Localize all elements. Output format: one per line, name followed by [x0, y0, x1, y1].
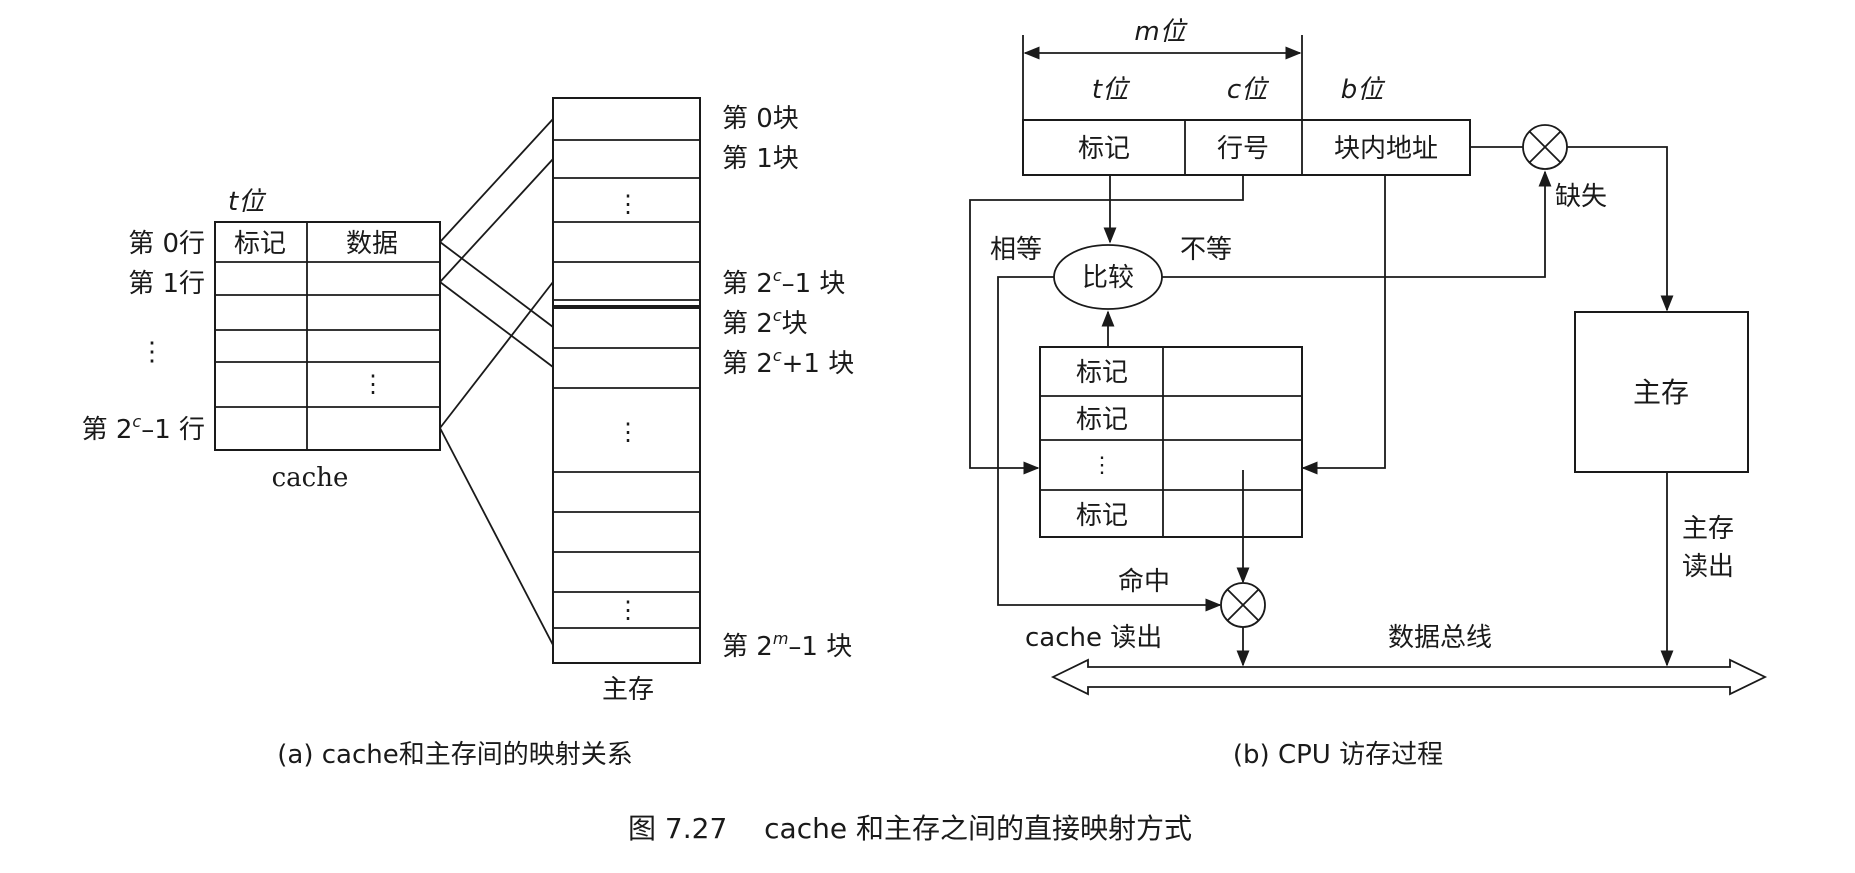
memory-dots-1: ⋮: [616, 190, 640, 218]
cache-row-label-last: 第 2c–1 行: [82, 412, 205, 445]
miss-gate: [1522, 124, 1568, 170]
memory-column: [552, 97, 701, 664]
memory-block-label-1: 第 1块: [722, 144, 799, 174]
b-bits-label: b位: [1341, 75, 1387, 105]
memory-block-label-2c: 第 2c块: [722, 306, 808, 339]
cache-table: [214, 221, 441, 451]
cache-t-bits-label: t位: [228, 187, 267, 217]
figure-caption: 图 7.27 cache 和主存之间的直接映射方式: [628, 812, 1192, 845]
cache-header-data: 数据: [346, 229, 398, 259]
t-bits-label: t位: [1092, 75, 1131, 105]
cache-row-dots: ⋮: [139, 337, 165, 367]
tag-store-row-last: 标记: [1076, 501, 1128, 531]
memory-caption: 主存: [602, 675, 654, 705]
address-field-line: 行号: [1217, 134, 1269, 164]
panel-b: m位 t位 c位 b位 标记 行号 块内地址 缺失 比较 相等 不等: [969, 17, 1768, 770]
cache-read-label: cache 读出: [1025, 623, 1162, 653]
hit-gate: [1220, 582, 1266, 628]
cache-row-label-1: 第 1行: [128, 269, 205, 299]
memory-block-label-2c-plus-1: 第 2c+1 块: [722, 346, 854, 379]
cache-header-tag: 标记: [234, 229, 286, 259]
address-field-offset: 块内地址: [1334, 134, 1438, 164]
memory-dots-3: ⋮: [616, 596, 640, 624]
data-bus-label: 数据总线: [1388, 623, 1492, 653]
miss-label: 缺失: [1555, 182, 1607, 212]
tag-store-row-0: 标记: [1076, 358, 1128, 388]
tag-store-row-dots: ⋮: [1091, 453, 1113, 478]
memory-block-label-2m-minus-1: 第 2m–1 块: [722, 629, 852, 662]
panel-a: t位 标记 数据 ⋮ 第 0行 第 1行 ⋮ 第 2c–1 行 cache ⋮ …: [82, 97, 854, 770]
memory-read-label-2: 读出: [1682, 552, 1734, 582]
hit-label: 命中: [1118, 567, 1170, 597]
cache-caption: cache: [272, 463, 349, 493]
memory-block-label-0: 第 0块: [722, 104, 799, 134]
panel-b-caption: (b) CPU 访存过程: [1233, 740, 1443, 770]
memory-block-label-2c-minus-1: 第 2c–1 块: [722, 266, 845, 299]
equal-label: 相等: [990, 235, 1042, 265]
memory-read-label-1: 主存: [1682, 514, 1734, 544]
tag-store-row-1: 标记: [1076, 405, 1128, 435]
tag-store: [1039, 346, 1303, 538]
not-equal-label: 不等: [1180, 235, 1232, 265]
memory-dots-2: ⋮: [616, 418, 640, 446]
mapping-lines: [439, 118, 554, 646]
m-bits-label: m位: [1134, 17, 1188, 47]
cache-inner-dots: ⋮: [361, 370, 385, 398]
address-field-tag: 标记: [1078, 134, 1130, 164]
main-memory-box: [1574, 311, 1749, 473]
data-bus-arrow: [1050, 658, 1768, 696]
main-memory-label: 主存: [1633, 376, 1689, 409]
compare-label: 比较: [1082, 263, 1134, 293]
cache-row-label-0: 第 0行: [128, 229, 205, 259]
c-bits-label: c位: [1227, 75, 1270, 105]
panel-a-caption: (a) cache和主存间的映射关系: [277, 740, 632, 770]
